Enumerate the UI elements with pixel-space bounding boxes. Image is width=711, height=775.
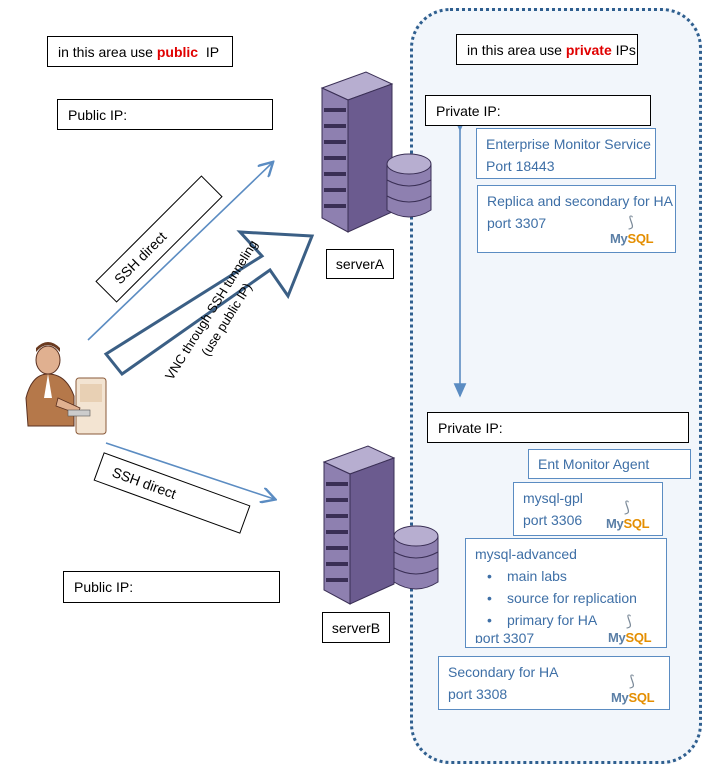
database-icon xyxy=(386,153,432,218)
mysql-logo-icon: ⟆MySQL xyxy=(611,673,655,705)
serverA-label: serverA xyxy=(326,249,394,279)
list-item: primary for HA xyxy=(487,609,657,631)
private-note-prefix: in this area use xyxy=(467,41,562,58)
ssh-arrow-serverB xyxy=(105,442,274,499)
ent-monitor-agent: Ent Monitor Agent xyxy=(528,449,691,479)
serverA-public-ip-box: Public IP: xyxy=(57,99,273,130)
vnc-tunnel-arrow xyxy=(103,230,315,377)
public-note-suffix: IP xyxy=(205,43,220,60)
mysql-logo-icon: ⟆MySQL xyxy=(606,499,650,531)
private-note-suffix: IPs xyxy=(615,41,636,58)
list-item: source for replication xyxy=(487,587,657,609)
mysql-logo-icon: ⟆MySQL xyxy=(610,214,654,246)
public-area-note: in this area use public IP xyxy=(47,36,233,67)
public-note-highlight: public xyxy=(156,43,199,60)
serverA-private-ip-box: Private IP: xyxy=(425,95,651,126)
private-note-highlight: private xyxy=(565,41,612,58)
list-item: main labs xyxy=(487,565,657,587)
serverB-private-ip-box: Private IP: xyxy=(427,412,689,443)
mysql-advanced-service: mysql-advanced main labs source for repl… xyxy=(465,538,667,648)
replica-secondary-service: Replica and secondary for HA port 3307 ⟆… xyxy=(477,185,676,253)
ssh-arrow-serverA xyxy=(87,163,272,341)
private-area-note: in this area use private IPs xyxy=(456,34,638,65)
server-icon xyxy=(320,71,394,233)
database-icon xyxy=(393,525,439,590)
secondary-ha-service: Secondary for HA port 3308 ⟆MySQL xyxy=(438,656,670,710)
serverB-label: serverB xyxy=(322,612,390,643)
public-note-prefix: in this area use xyxy=(58,43,153,60)
serverB-public-ip-label: Public IP: xyxy=(74,579,134,595)
serverA-public-ip-label: Public IP: xyxy=(68,106,128,123)
mysql-logo-icon: ⟆MySQL xyxy=(608,613,652,645)
server-icon xyxy=(322,445,396,605)
advanced-role-list: main labs source for replication primary… xyxy=(475,565,657,631)
enterprise-monitor-service: Enterprise Monitor Service Port 18443 xyxy=(476,128,656,179)
mysql-gpl-service: mysql-gpl port 3306 ⟆MySQL xyxy=(513,482,663,536)
user-at-computer-icon xyxy=(25,342,107,435)
serverB-public-ip-box: Public IP: xyxy=(63,571,280,603)
